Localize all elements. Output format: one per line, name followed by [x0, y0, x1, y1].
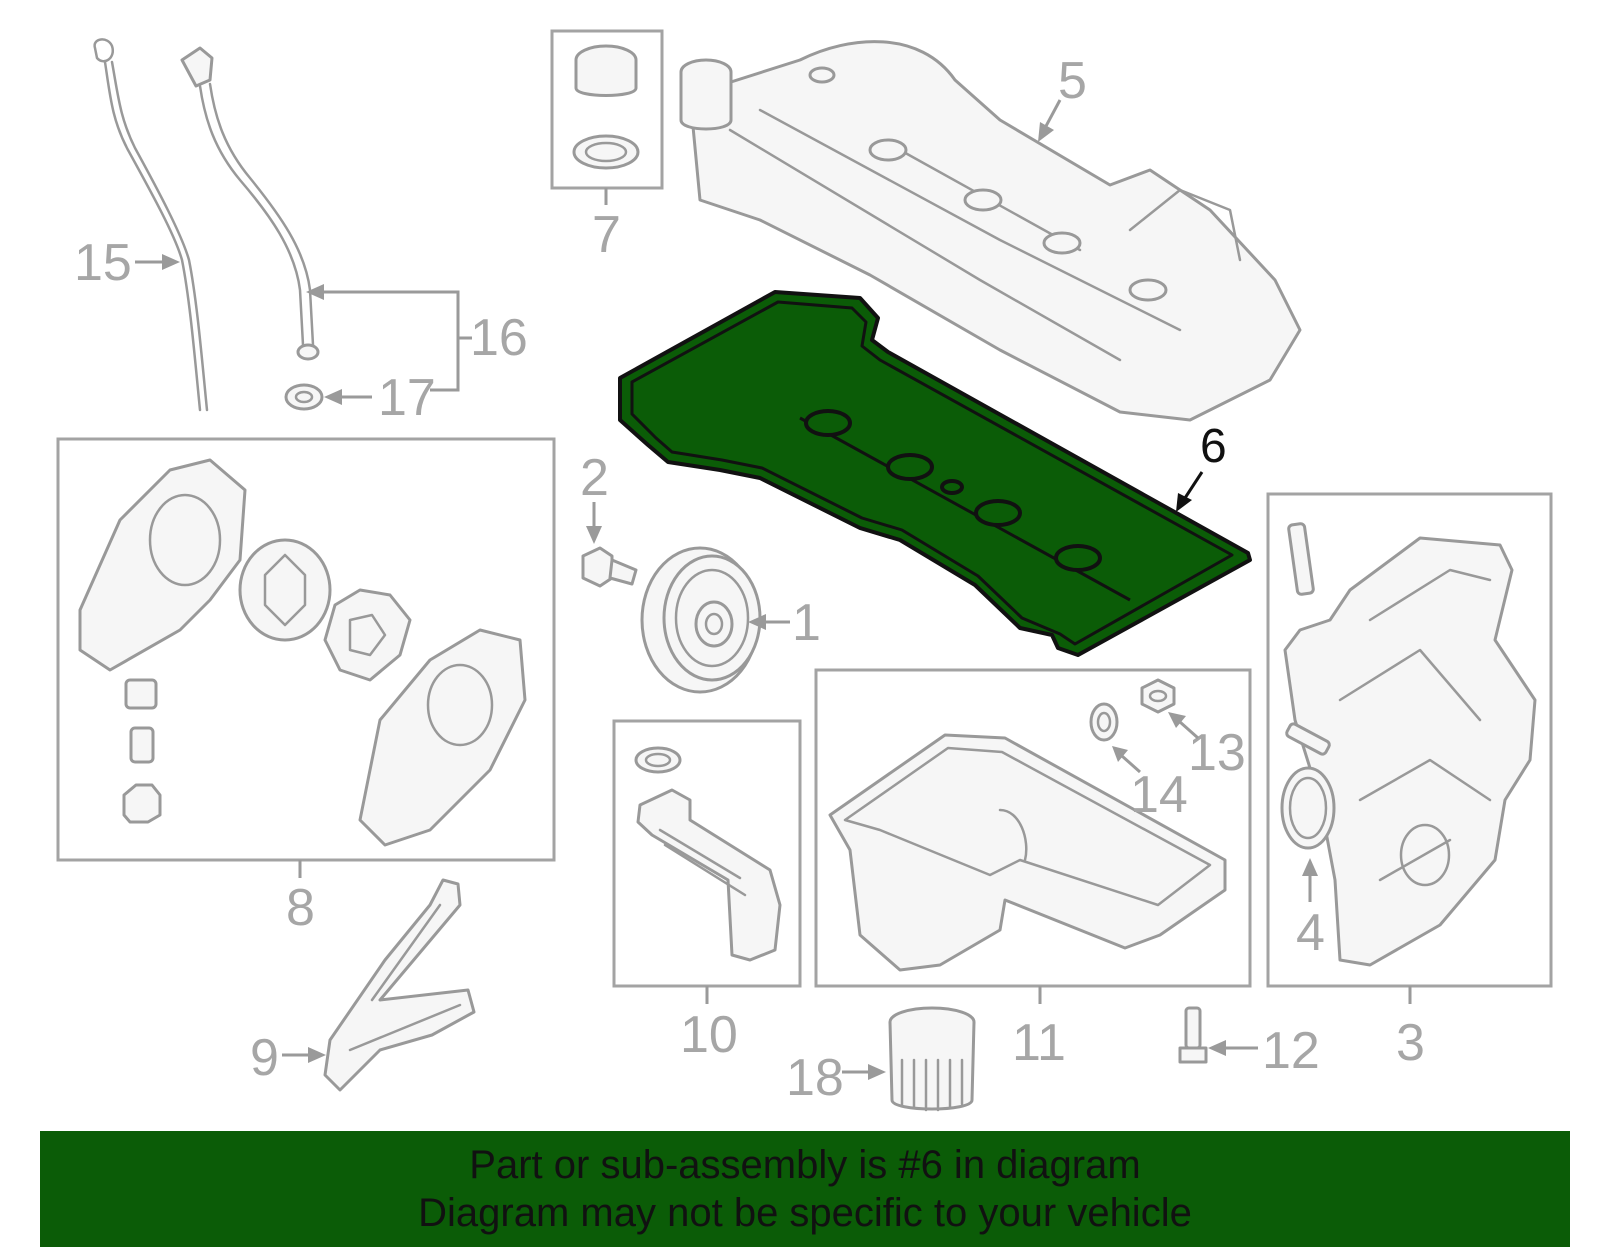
leader-6-arrow: [1176, 493, 1192, 512]
callout-13: 13: [1188, 724, 1246, 782]
callout-16: 16: [470, 309, 528, 367]
part-6-valve-cover-gasket: [618, 290, 1252, 657]
callout-14: 14: [1130, 766, 1188, 824]
leader-18-arrow: [868, 1064, 886, 1080]
part-7-oil-cap: [572, 44, 640, 170]
info-banner: Part or sub-assembly is #6 in diagram Di…: [40, 1131, 1570, 1247]
callout-6: 6: [1200, 420, 1227, 473]
part-11-box: [814, 668, 1252, 988]
part-5-valve-cover: [679, 40, 1302, 422]
leader-5-arrow: [1038, 122, 1054, 142]
leader-1-arrow: [748, 614, 766, 630]
leader-4-arrow: [1302, 858, 1318, 876]
banner-line-1: Part or sub-assembly is #6 in diagram: [469, 1143, 1141, 1187]
callout-10: 10: [680, 1006, 738, 1064]
callout-1: 1: [792, 594, 821, 652]
part-9-bracket: [323, 878, 476, 1092]
part-13-drain-bolt: [1140, 678, 1176, 714]
callout-15: 15: [74, 234, 132, 292]
part-16-dipstick-tube: [180, 46, 320, 361]
leader-15-arrow: [162, 254, 180, 270]
leader-2-arrow: [586, 526, 602, 544]
part-1-pulley: [640, 546, 762, 694]
callout-9: 9: [250, 1029, 279, 1087]
part-15-dipstick: [93, 38, 209, 412]
leader-13-arrow: [1168, 712, 1186, 728]
part-3-timing-cover: [1280, 522, 1537, 967]
banner-line-2: Diagram may not be specific to your vehi…: [418, 1191, 1192, 1235]
callout-3: 3: [1396, 1014, 1425, 1072]
part-10-oil-strainer: [634, 746, 782, 962]
callout-11: 11: [1012, 1014, 1066, 1072]
part-18-oil-filter: [888, 1006, 976, 1112]
part-17-washer: [284, 383, 324, 411]
leader-16-arrow: [306, 284, 324, 300]
callout-12: 12: [1262, 1022, 1320, 1080]
leader-13: [1179, 720, 1199, 740]
leader-16-bracket: [318, 290, 460, 392]
part-2-bolt: [581, 546, 638, 588]
part-11-oil-pan: [828, 733, 1227, 972]
callout-7: 7: [592, 206, 621, 264]
leader-12-arrow: [1208, 1040, 1226, 1056]
callout-4: 4: [1296, 904, 1325, 962]
leader-14: [1121, 754, 1141, 774]
part-14-washer: [1089, 702, 1119, 742]
leader-5: [1043, 99, 1062, 129]
callout-8: 8: [286, 879, 315, 937]
callout-17: 17: [378, 369, 436, 427]
leader-14-arrow: [1112, 746, 1128, 762]
leader-6: [1183, 471, 1204, 499]
leader-17-arrow: [324, 389, 342, 405]
part-12-bolt: [1178, 1006, 1208, 1064]
leader-9-arrow: [308, 1047, 326, 1063]
callout-18: 18: [786, 1049, 844, 1107]
part-8-box: [56, 437, 556, 862]
callout-2: 2: [580, 449, 609, 507]
part-8-oil-pump: [78, 458, 527, 847]
callout-5: 5: [1058, 52, 1087, 110]
